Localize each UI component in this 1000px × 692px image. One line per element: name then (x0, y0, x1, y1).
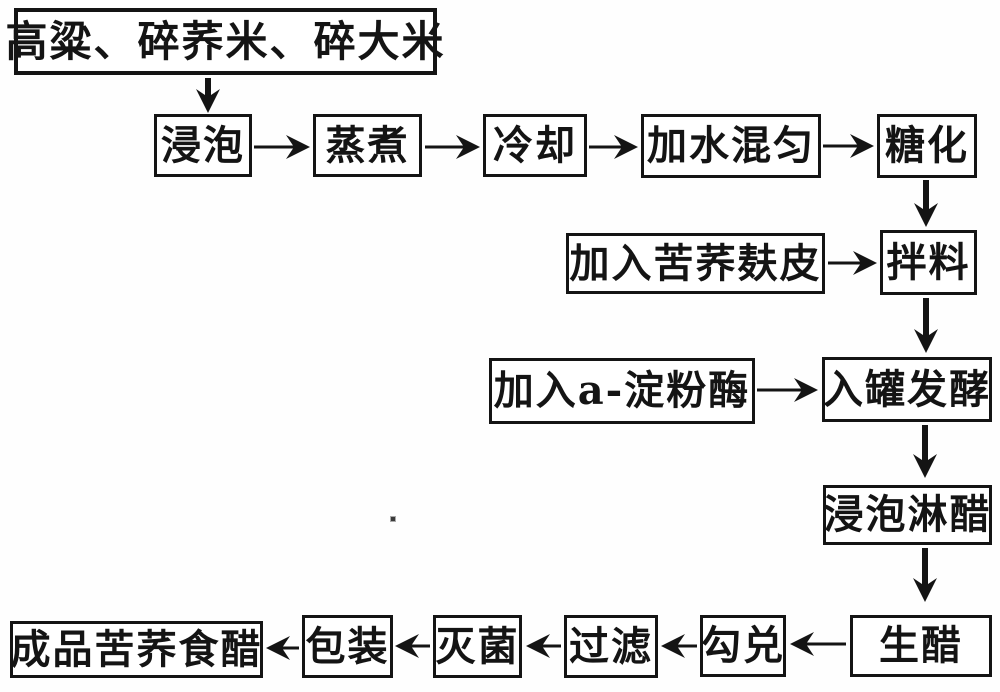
arrow-soak-pour-vinegar-to-raw-vinegar (913, 548, 937, 602)
arrow-filter-to-sterilize (526, 634, 561, 658)
arrow-package-to-final-product (266, 636, 299, 660)
arrow-raw-vinegar-to-blend (790, 632, 846, 656)
node-saccharify: 糖化 (877, 114, 977, 178)
arrow-steam-to-cool (425, 135, 480, 159)
arrow-sterilize-to-package (395, 634, 430, 658)
node-raw-materials-label: 高粱、碎荞米、碎大米 (5, 16, 446, 66)
node-soak-pour-vinegar: 浸泡淋醋 (823, 485, 992, 545)
node-raw-materials: 高粱、碎荞米、碎大米 (6, 8, 444, 75)
node-filter-label: 过滤 (569, 622, 653, 670)
node-mix-material: 拌料 (880, 230, 977, 295)
node-mix-water: 加水混匀 (641, 114, 821, 178)
arrow-add-bran-to-mix-material (828, 251, 877, 275)
node-final-product-label: 成品苦荞食醋 (10, 625, 263, 673)
node-final-product: 成品苦荞食醋 (10, 621, 263, 678)
arrow-mix-water-to-saccharify (823, 134, 874, 158)
node-sterilize-label: 灭菌 (435, 622, 520, 670)
node-add-bran-label: 加入苦荞麸皮 (569, 239, 822, 287)
node-mix-material-label: 拌料 (886, 238, 971, 286)
node-filter: 过滤 (564, 615, 658, 678)
node-soak-pour-vinegar-label: 浸泡淋醋 (823, 491, 992, 538)
arrow-raw-materials-to-soak (196, 78, 220, 113)
node-cool-label: 冷却 (493, 121, 577, 169)
node-add-bran: 加入苦荞麸皮 (566, 233, 825, 294)
arrow-soak-to-steam (254, 135, 310, 159)
node-steam: 蒸煮 (313, 114, 422, 177)
node-package: 包装 (302, 615, 393, 678)
arrow-cool-to-mix-water (589, 135, 638, 159)
node-mix-water-label: 加水混匀 (647, 122, 815, 169)
node-steam-label: 蒸煮 (325, 121, 410, 169)
node-tank-ferment-label: 入罐发酵 (823, 365, 991, 413)
node-tank-ferment: 入罐发酵 (822, 357, 992, 422)
node-cool: 冷却 (483, 114, 587, 177)
node-raw-vinegar: 生醋 (850, 615, 992, 677)
node-blend-label: 勾兑 (701, 622, 785, 669)
node-soak: 浸泡 (154, 114, 252, 177)
node-package-label: 包装 (305, 622, 390, 670)
node-saccharify-label: 糖化 (885, 122, 969, 169)
node-blend: 勾兑 (700, 615, 786, 677)
arrow-saccharify-to-mix-material (914, 180, 938, 227)
node-soak-label: 浸泡 (161, 121, 245, 169)
stray-ink-speck (390, 516, 396, 522)
node-add-amylase: 加入a-淀粉酶 (489, 358, 755, 424)
arrow-add-amylase-to-tank-ferment (757, 378, 818, 402)
arrow-tank-ferment-to-soak-pour-vinegar (913, 425, 937, 478)
node-sterilize: 灭菌 (433, 615, 522, 678)
arrow-blend-to-filter (661, 634, 697, 658)
node-raw-vinegar-label: 生醋 (879, 622, 963, 669)
node-add-amylase-label: 加入a-淀粉酶 (493, 367, 751, 414)
arrow-mix-material-to-tank-ferment (914, 298, 938, 353)
